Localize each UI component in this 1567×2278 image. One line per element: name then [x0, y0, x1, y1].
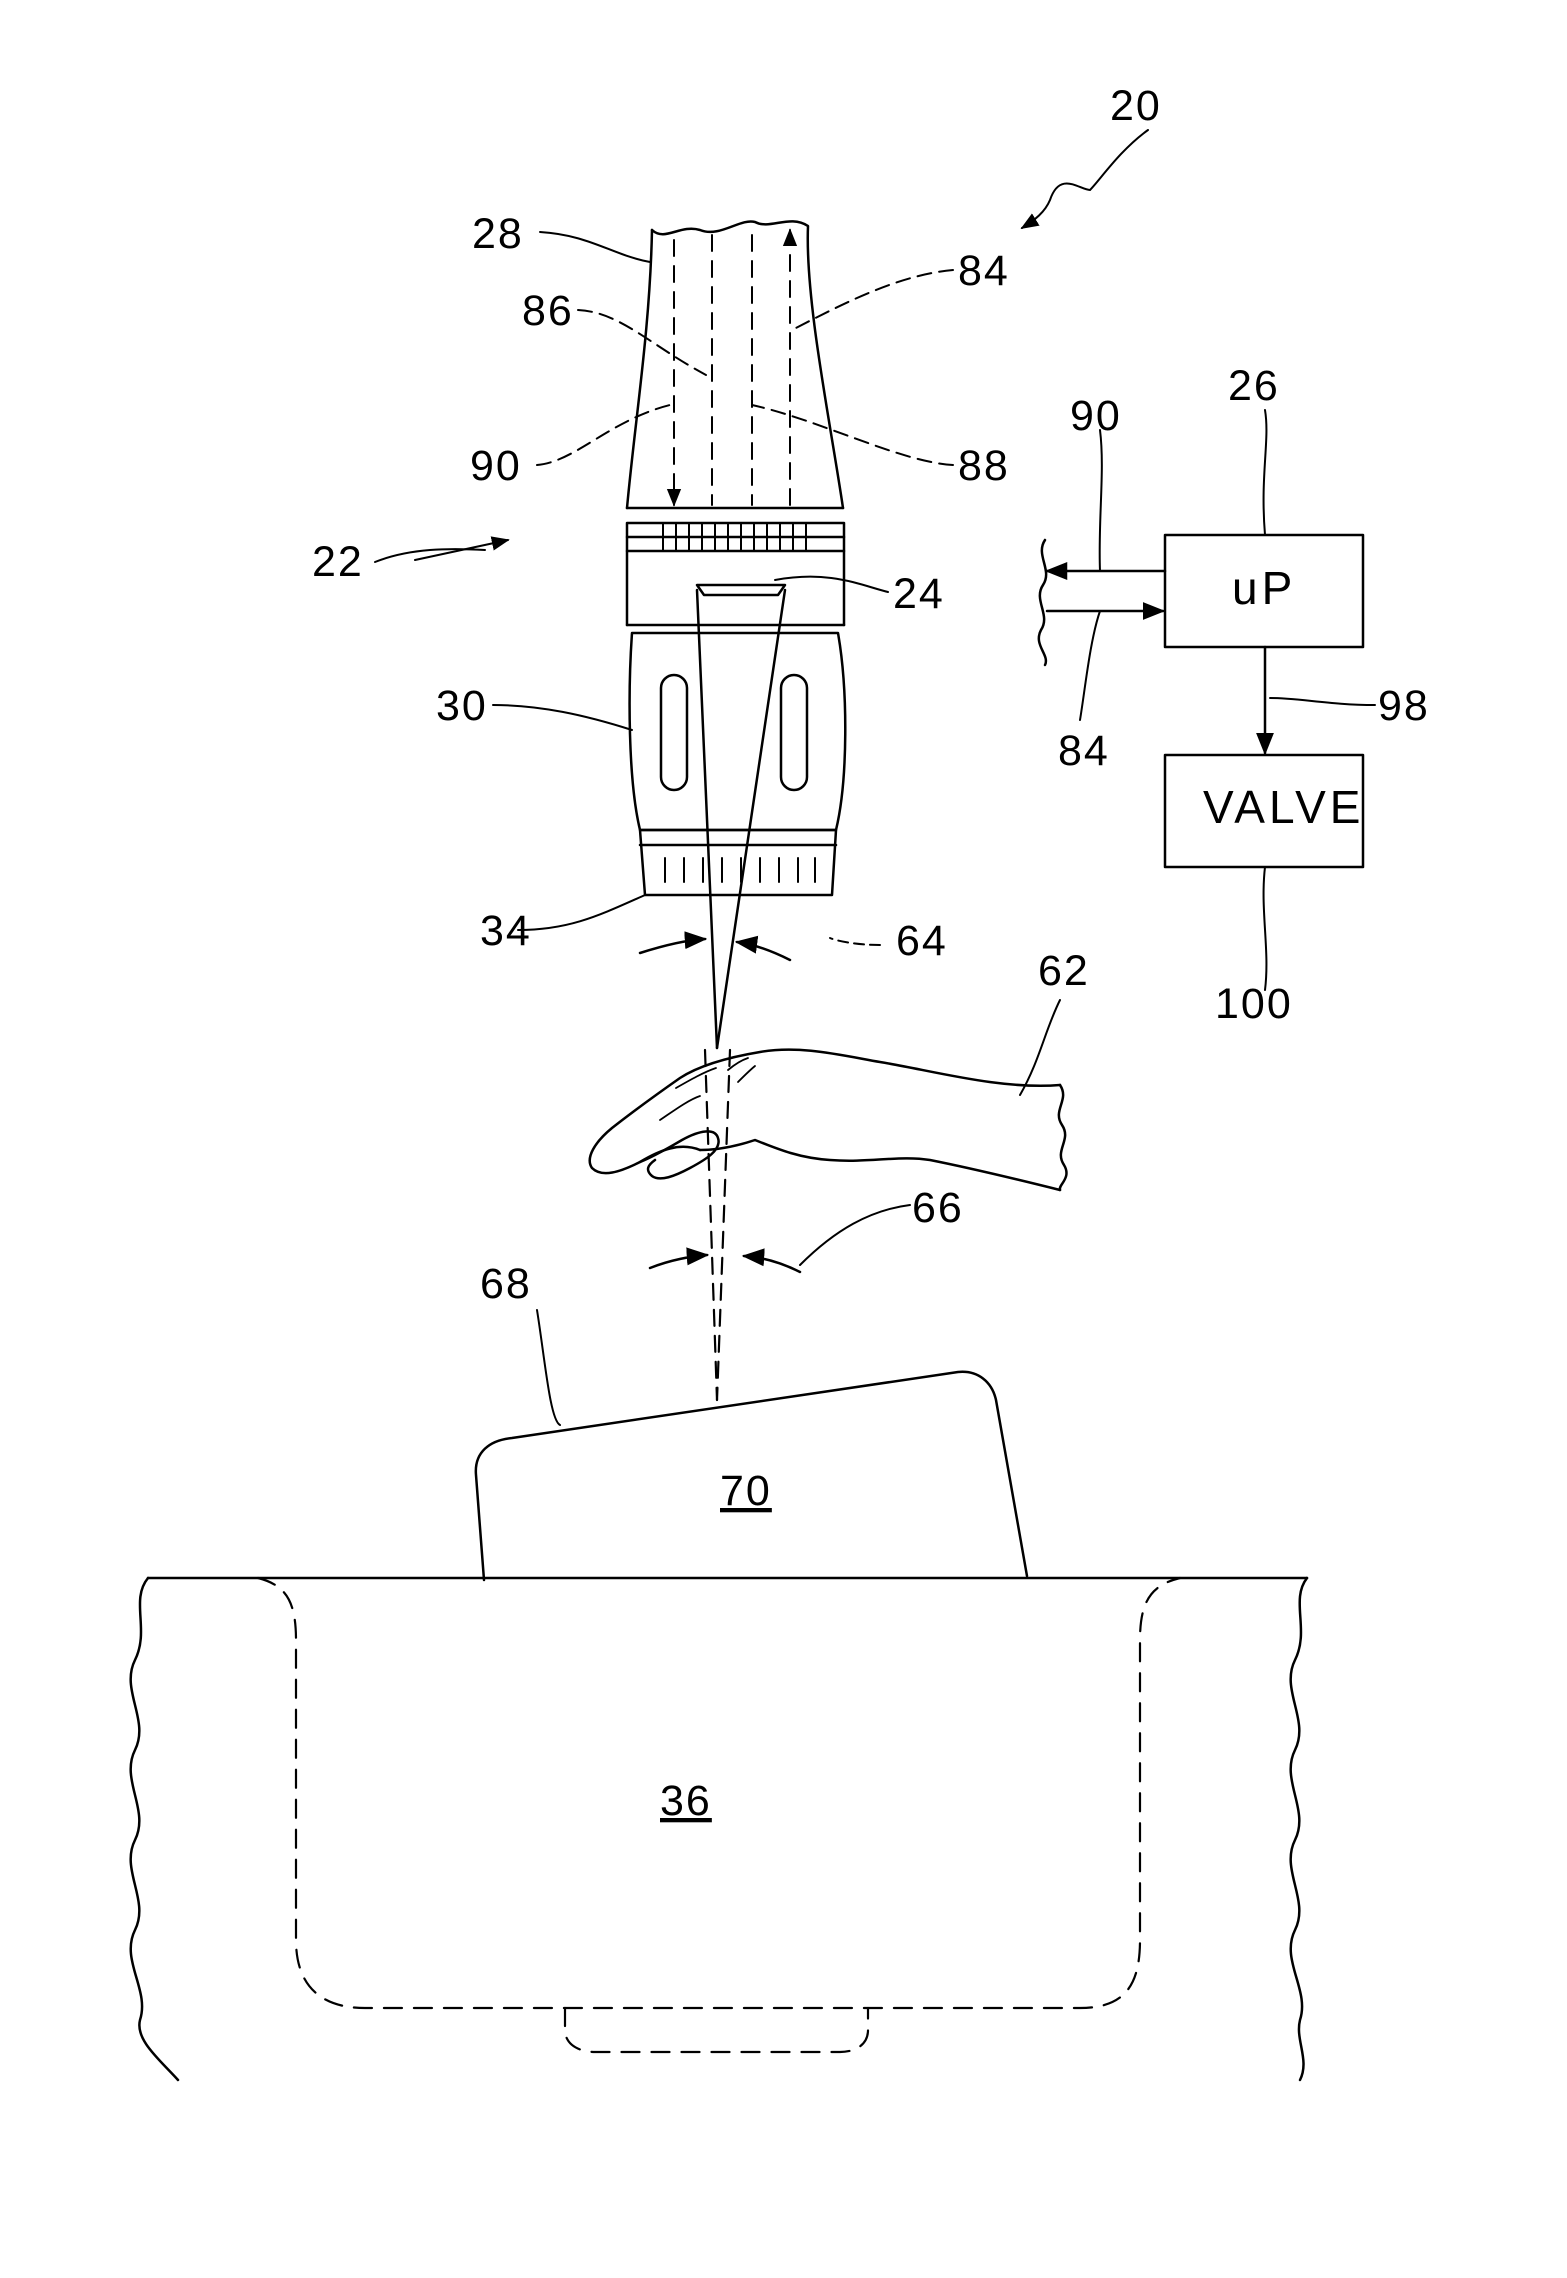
sensor-beam: [697, 590, 785, 1048]
ref-26: 26: [1228, 362, 1280, 410]
ref-66: 66: [912, 1184, 964, 1232]
ref-98: 98: [1378, 682, 1430, 730]
sensor-window: [697, 585, 785, 595]
nozzle: [640, 830, 836, 895]
spout-body: [652, 221, 843, 508]
ref-22: 22: [312, 538, 364, 586]
ref-30: 30: [436, 682, 488, 730]
ref-90-right: 90: [1070, 392, 1122, 440]
ref-88: 88: [958, 442, 1010, 490]
basin-outline: [258, 1578, 1180, 2052]
ref-100: 100: [1215, 980, 1293, 1028]
ref-20: 20: [1110, 82, 1162, 130]
countertop: [131, 1578, 1307, 2080]
housing-slot-left: [661, 675, 687, 790]
ref-36: 36: [660, 1777, 712, 1825]
hand: [590, 1050, 1067, 1190]
beam-dashed: [705, 1050, 730, 1400]
ref-86: 86: [522, 287, 574, 335]
ref-84-top: 84: [958, 247, 1010, 295]
angle-66: [650, 1255, 800, 1272]
ref-28: 28: [472, 210, 524, 258]
angle-64: [640, 939, 790, 960]
faucet: [627, 221, 845, 895]
wrist-break: [1059, 1085, 1067, 1190]
ref-62: 62: [1038, 947, 1090, 995]
counter-edge-left: [131, 1578, 178, 2080]
housing-slot-right: [781, 675, 807, 790]
valve-label: VALVE: [1203, 781, 1364, 833]
reference-numerals: 20 22 24 26 28 30 34 36 62 64 66 68 70 8…: [312, 82, 1430, 1825]
counter-edge-right: [1291, 1578, 1307, 2080]
ref-34: 34: [480, 907, 532, 955]
wire-break: [1039, 540, 1046, 665]
nozzle-ribs: [665, 858, 815, 882]
ref-84-right: 84: [1058, 727, 1110, 775]
ref-64: 64: [896, 917, 948, 965]
ref-24: 24: [893, 570, 945, 618]
processor-label: uP: [1232, 562, 1296, 614]
ref-70: 70: [720, 1467, 772, 1515]
ref-90-left: 90: [470, 442, 522, 490]
ref-68: 68: [480, 1260, 532, 1308]
